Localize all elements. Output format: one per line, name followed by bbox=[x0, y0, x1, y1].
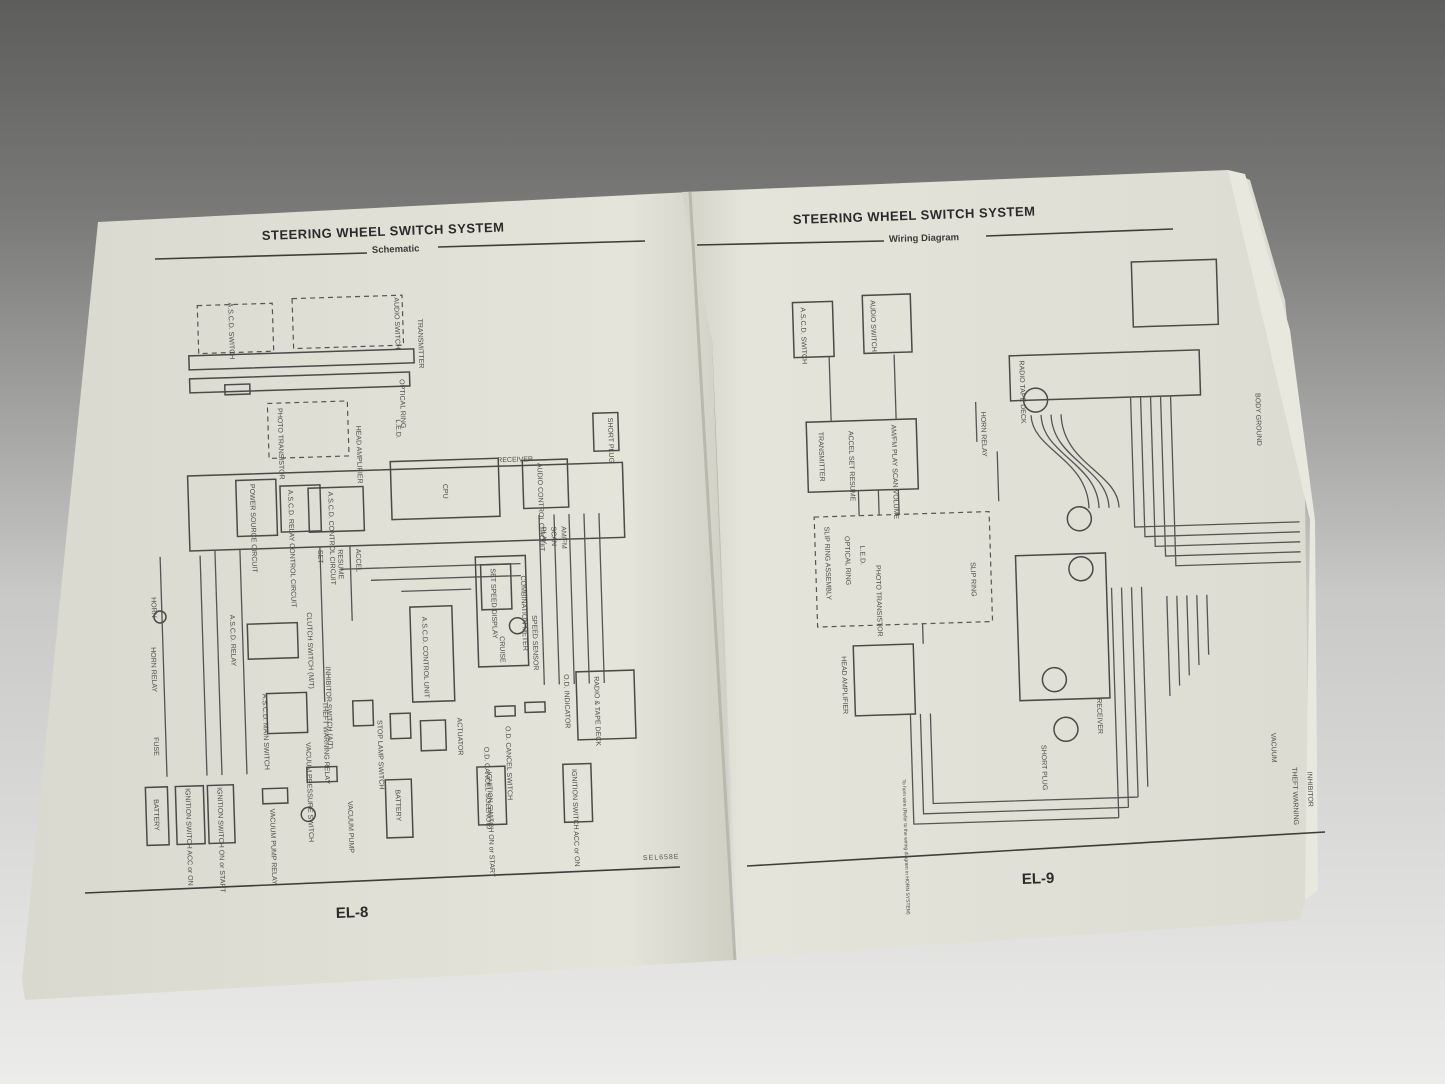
label-ignition-acc-2: IGNITION SWITCH ACC or ON bbox=[570, 769, 580, 867]
label-ignition-acc: IGNITION SWITCH ACC or ON bbox=[183, 788, 193, 886]
label-fuse: FUSE bbox=[152, 737, 160, 756]
label-ignition-start-2: IGNITION SWITCH ON or START bbox=[485, 772, 495, 878]
label-photo-transistor: PHOTO TRANSISTOR bbox=[874, 565, 883, 637]
label-slip-ring-assembly: SLIP RING ASSEMBLY bbox=[822, 527, 831, 601]
left-footer-rule bbox=[84, 866, 681, 894]
right-footer-rule bbox=[746, 831, 1326, 867]
label-slip-ring: SLIP RING bbox=[969, 562, 977, 597]
label-cpu: CPU bbox=[441, 484, 448, 499]
label-accel-set-resume: ACCEL SET RESUME bbox=[846, 431, 855, 502]
label-od-solenoid: O.D. CANCEL SOLENOID bbox=[482, 747, 492, 830]
label-vacuum-pump: VACUUM PUMP bbox=[346, 801, 355, 854]
label-power-source: POWER SOURCE CIRCUIT bbox=[248, 484, 258, 574]
label-head-amplifier: HEAD AMPLIFIER bbox=[840, 656, 849, 714]
label-radio: RADIO & TAPE DECK bbox=[592, 676, 601, 746]
label-audio-switch: AUDIO SWITCH bbox=[868, 300, 877, 352]
label-horn: HORN bbox=[149, 597, 157, 618]
label-transmitter: TRANSMITTER bbox=[416, 319, 425, 369]
left-page-number: EL-8 bbox=[336, 904, 369, 922]
label-theft-relay: THEFT WARNING RELAY bbox=[321, 702, 331, 785]
label-od-switch: O.D. CANCEL SWITCH bbox=[504, 726, 513, 800]
left-header-rule bbox=[154, 252, 368, 260]
label-battery: BATTERY bbox=[152, 799, 160, 831]
label-amfm: AM/FM bbox=[559, 526, 567, 549]
left-page-subtitle: Schematic bbox=[372, 243, 420, 256]
label-audio-control: AUDIO CONTROL CIRCUIT bbox=[535, 463, 545, 552]
label-photo-transistor: PHOTO TRANSISTOR bbox=[275, 408, 284, 480]
label-stop-lamp: STOP LAMP SWITCH bbox=[375, 720, 384, 789]
right-page-number: EL-9 bbox=[1022, 870, 1055, 888]
label-speed-sensor: SPEED SENSOR bbox=[530, 615, 539, 670]
label-vacuum-pressure-switch: VACUUM PRESSURE SWITCH bbox=[304, 742, 314, 842]
label-audio-functions: AM/FM PLAY SCAN VOLUME bbox=[889, 424, 899, 519]
left-header-rule bbox=[437, 240, 646, 248]
right-page-edge bbox=[1228, 170, 1318, 900]
label-actuator: ACTUATOR bbox=[455, 717, 463, 755]
label-transmitter: TRANSMITTER bbox=[816, 432, 825, 482]
label-play: PLAY bbox=[539, 527, 547, 545]
figure-code: SEL658E bbox=[643, 854, 680, 862]
right-header-rule bbox=[985, 228, 1174, 237]
label-ignition-start: IGNITION SWITCH ON or START bbox=[215, 787, 225, 893]
label-vacuum: VACUUM bbox=[1269, 733, 1277, 763]
label-ascd-switch: A.S.C.D. SWITCH bbox=[226, 302, 235, 359]
label-to-horn-wire: To horn wire (Refer to the wiring diagra… bbox=[900, 779, 910, 915]
label-cruise: CRUISE bbox=[498, 636, 506, 663]
label-battery-2: BATTERY bbox=[394, 789, 402, 821]
label-head-amplifier: HEAD AMPLIFIER bbox=[354, 426, 363, 484]
schematic-diagram: BATTERY IGNITION SWITCH ACC or ON IGNITI… bbox=[144, 294, 637, 893]
label-scan: SCAN bbox=[549, 526, 557, 546]
label-horn-relay: HORN RELAY bbox=[979, 412, 987, 458]
label-led: L.E.D. bbox=[858, 545, 866, 565]
label-theft-warning: THEFT WARNING bbox=[1290, 767, 1299, 825]
label-receiver: RECEIVER bbox=[1095, 698, 1103, 734]
label-ascd-control: A.S.C.D. CONTROL CIRCUIT bbox=[326, 491, 336, 585]
label-combination-meter: COMBINATION METER bbox=[519, 575, 528, 651]
label-radio-tape-deck: RADIO TAPE DECK bbox=[1017, 360, 1026, 424]
label-od-indicator: O.D. INDICATOR bbox=[562, 674, 571, 728]
label-accel: ACCEL bbox=[354, 549, 362, 573]
label-clutch-switch: CLUTCH SWITCH (M/T) bbox=[305, 612, 314, 689]
label-receiver: RECEIVER bbox=[497, 456, 533, 464]
right-page bbox=[682, 170, 1310, 958]
book-spine bbox=[688, 191, 737, 961]
label-led: L.E.D. bbox=[394, 419, 402, 439]
label-resume: RESUME bbox=[336, 549, 344, 579]
label-control-unit: A.S.C.D. CONTROL UNIT bbox=[420, 617, 430, 699]
label-main-switch: A.S.C.D. MAIN SWITCH bbox=[260, 694, 269, 770]
left-page bbox=[22, 192, 735, 1000]
label-inhibitor-switch: INHIBITOR SWITCH (A/T) bbox=[324, 667, 334, 749]
label-optical-ring: OPTICAL RING bbox=[843, 536, 852, 585]
right-page-subtitle: Wiring Diagram bbox=[889, 232, 959, 245]
label-ascd-relay: A.S.C.D. RELAY bbox=[228, 615, 237, 667]
wiring-diagram: TRANSMITTER ACCEL SET RESUME AM/FM PLAY … bbox=[791, 258, 1314, 915]
label-inhibitor: INHIBITOR bbox=[1305, 772, 1313, 807]
right-header-rule bbox=[696, 240, 885, 246]
label-short-plug: SHORT PLUG bbox=[606, 418, 614, 463]
label-short-plug: SHORT PLUG bbox=[1039, 745, 1047, 790]
label-ascd-switch: A.S.C.D. SWITCH bbox=[799, 307, 808, 364]
label-audio-switch: AUDIO SWITCH bbox=[392, 297, 401, 349]
label-body-ground: BODY GROUND bbox=[1253, 393, 1262, 446]
label-relay-control: A.S.C.D. RELAY CONTROL CIRCUIT bbox=[286, 490, 297, 609]
label-vacuum-pump-relay: VACUUM PUMP RELAY bbox=[268, 808, 277, 885]
label-set-speed: SET SPEED DISPLAY bbox=[489, 568, 498, 639]
label-set: SET bbox=[316, 550, 323, 565]
label-horn-relay: HORN RELAY bbox=[149, 647, 157, 693]
label-optical-ring: OPTICAL RING bbox=[398, 379, 407, 428]
